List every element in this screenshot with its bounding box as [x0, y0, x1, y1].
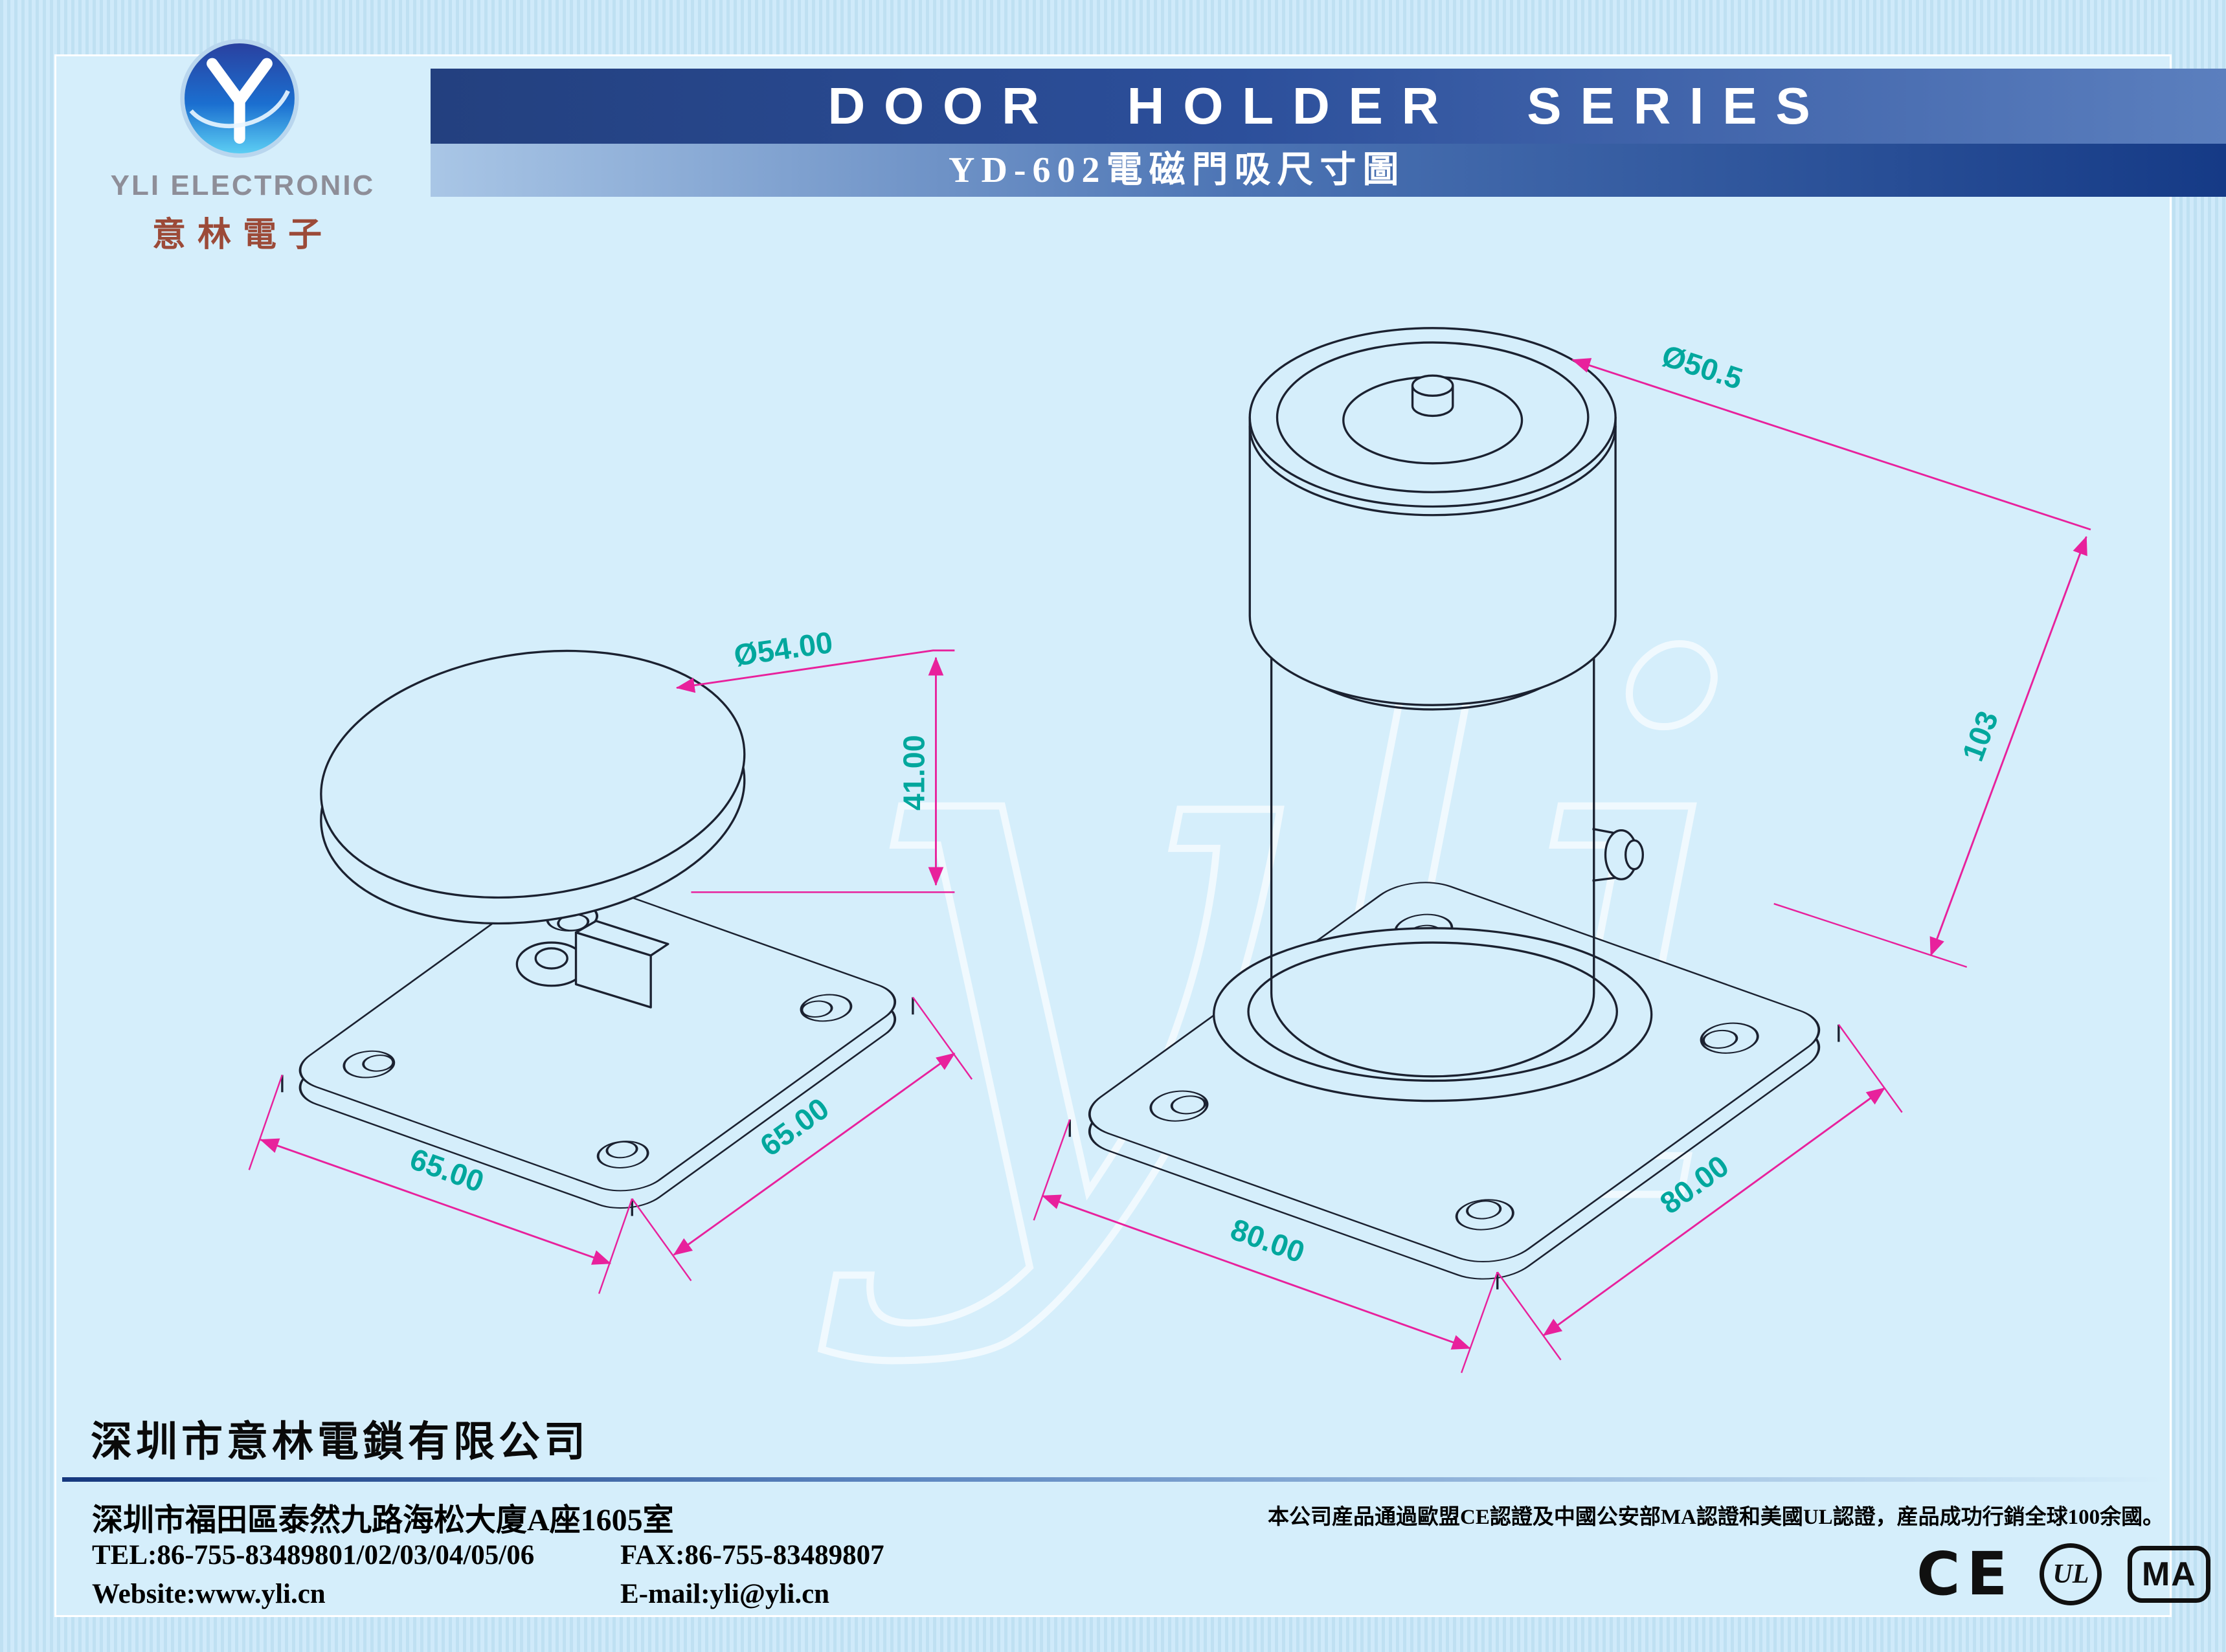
armature-pivot: [515, 920, 669, 1009]
series-title: DOOR HOLDER SERIES: [827, 77, 1829, 135]
magnet-side-knob: [1592, 827, 1645, 882]
logo-swoosh: [189, 90, 290, 129]
dim-magnet-height: 103: [1773, 535, 2087, 968]
ma-mark-icon: MA: [2128, 1545, 2211, 1603]
footer-divider: [62, 1477, 2164, 1482]
model-subtitle-band: YD-602電磁門吸尺寸圖: [431, 144, 2226, 197]
ul-mark-icon: UL: [2040, 1543, 2102, 1605]
series-title-band: DOOR HOLDER SERIES: [431, 69, 2226, 144]
dim-text-armature-diameter: Ø54.00: [732, 625, 835, 673]
certification-marks: CE UL MA: [1917, 1539, 2211, 1609]
footer-certification-text: 本公司産品通過歐盟CE認證及中國公安部MA認證和美國UL認證，産品成功行銷全球1…: [1268, 1506, 2164, 1529]
dim-text-magnet-height: 103: [1955, 706, 2005, 765]
dim-text-armature-height: 41.00: [897, 735, 931, 810]
footer-address: 深圳市福田區泰然九路海松大廈A座1605室: [92, 1503, 674, 1537]
footer-website: Website:www.yli.cn: [92, 1579, 326, 1609]
magnet-cap: [1248, 327, 1617, 706]
magnet-ribbed-body: [1270, 625, 1595, 1078]
dim-armature-height: 41.00: [691, 656, 955, 893]
logo-company-en: YLI ELECTRONIC: [110, 170, 376, 201]
ce-mark-icon: CE: [1917, 1539, 2014, 1609]
magnet-center-button: [1411, 374, 1454, 397]
dim-text-magnet-diameter: Ø50.5: [1658, 339, 1747, 396]
footer-fax: FAX:86-755-83489807: [620, 1540, 884, 1570]
magnet-flange: [1212, 927, 1653, 1102]
model-subtitle: YD-602電磁門吸尺寸圖: [949, 150, 1406, 190]
footer-email: E-mail:yli@yli.cn: [620, 1579, 830, 1609]
armature-disc: [320, 649, 746, 925]
footer-company-name: 深圳市意林電鎖有限公司: [91, 1418, 589, 1465]
logo-company-cn: 意林電子: [152, 217, 333, 254]
yli-logo-icon: [180, 39, 299, 158]
footer-tel: TEL:86-755-83489801/02/03/04/05/06: [92, 1540, 535, 1570]
